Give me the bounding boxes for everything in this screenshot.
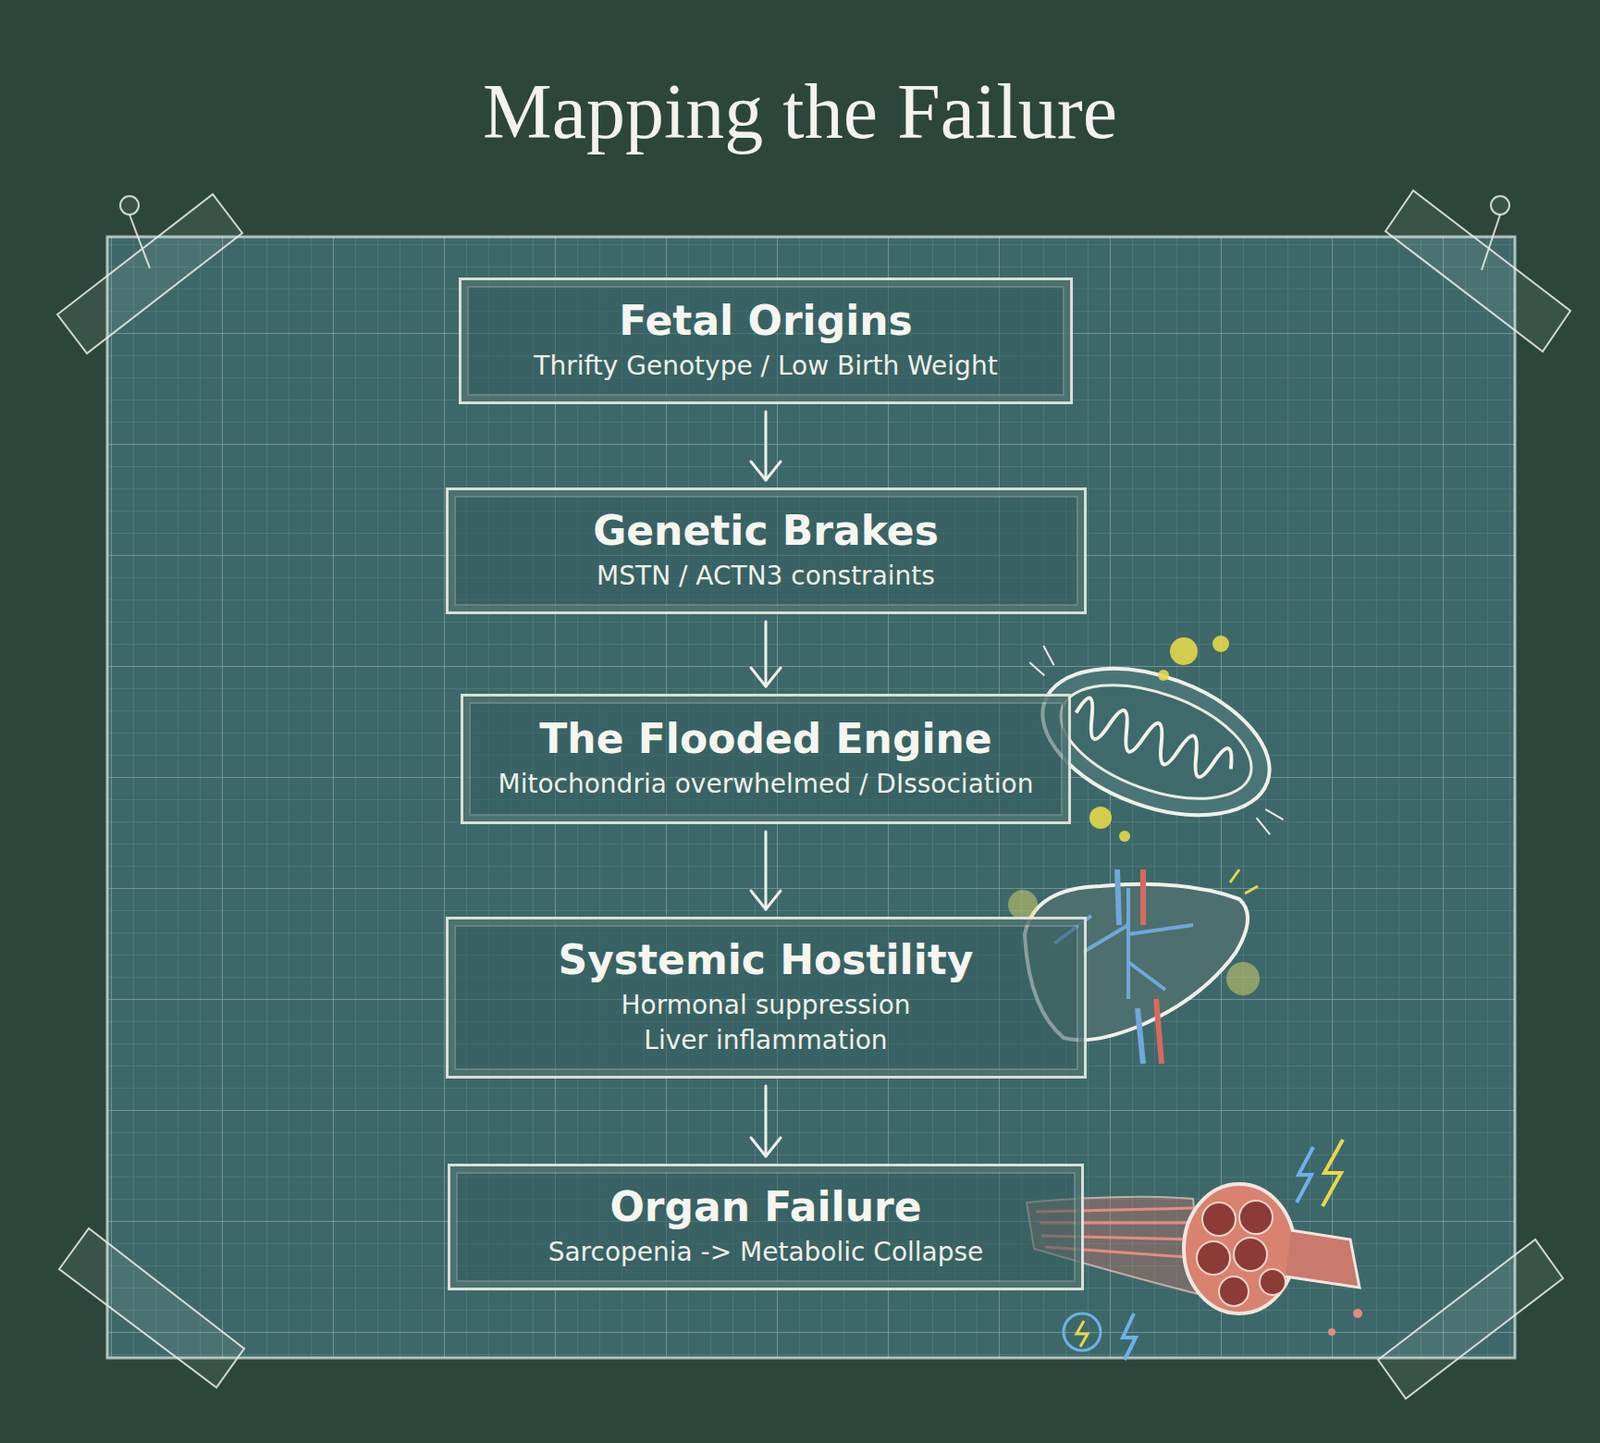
diagram-title: Mapping the Failure	[0, 66, 1600, 157]
process-box: Systemic HostilityHormonal suppression L…	[445, 916, 1087, 1079]
box-subtext: Thrifty Genotype / Low Birth Weight	[533, 348, 997, 384]
grid-panel	[107, 236, 1515, 1358]
box-subtext: MSTN / ACTN3 constraints	[596, 558, 936, 594]
flow-arrow	[750, 621, 781, 687]
flow-arrow	[750, 411, 781, 480]
box-heading: Organ Failure	[609, 1183, 922, 1231]
process-box: The Flooded EngineMitochondria overwhelm…	[460, 693, 1071, 825]
process-box: Fetal OriginsThrifty Genotype / Low Birt…	[458, 277, 1073, 405]
box-subtext: Sarcopenia -> Metabolic Collapse	[548, 1234, 985, 1270]
box-heading: Fetal Origins	[618, 297, 913, 345]
process-box: Genetic BrakesMSTN / ACTN3 constraints	[445, 487, 1087, 615]
yellow-dots	[1089, 635, 1230, 842]
box-subtext: Hormonal suppression Liver inflammation	[590, 987, 942, 1059]
box-heading: The Flooded Engine	[539, 715, 992, 764]
tape-pins	[57, 190, 1571, 1399]
process-box: Organ FailureSarcopenia -> Metabolic Col…	[447, 1163, 1084, 1291]
box-heading: Systemic Hostility	[557, 936, 973, 985]
box-heading: Genetic Brakes	[592, 507, 939, 555]
flow-arrow	[750, 831, 781, 910]
box-subtext: Mitochondria overwhelmed / DIssociation	[498, 766, 1034, 802]
flow-arrow	[750, 1085, 781, 1157]
